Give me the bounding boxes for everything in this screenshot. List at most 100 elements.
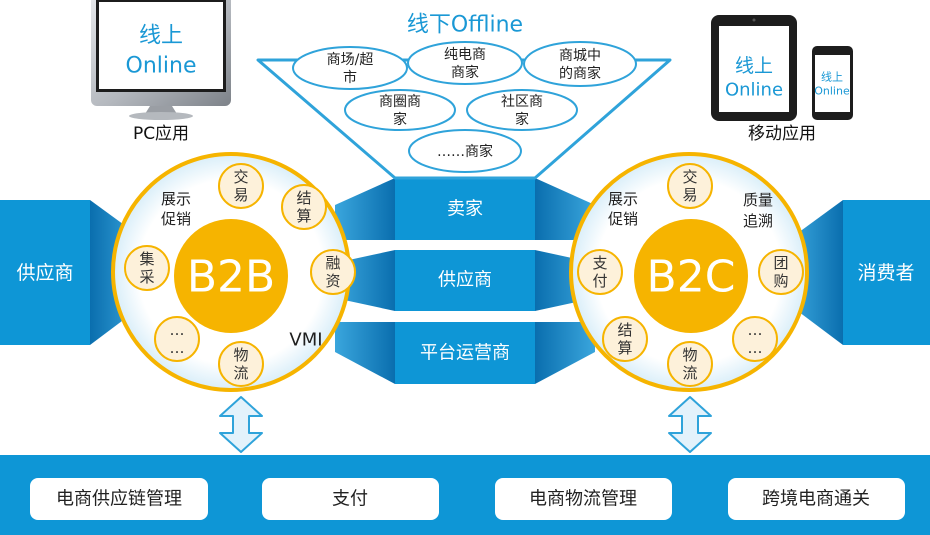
- role-bar-left-wing: [335, 322, 395, 384]
- phone-screen: [815, 55, 850, 112]
- role-bar-operator: 平台运营商: [335, 322, 595, 384]
- desktop-monitor-icon: [91, 0, 231, 120]
- node-label-line: …: [170, 339, 185, 357]
- consumer-connector: [791, 200, 843, 345]
- node-label-line: 资: [325, 272, 340, 290]
- service-box-logistics: 电商物流管理: [495, 478, 672, 520]
- pc-app-label: PC应用: [133, 124, 189, 144]
- node-circle: [602, 316, 648, 362]
- role-bar-body: [395, 322, 535, 384]
- node-circle: [310, 249, 356, 295]
- node-label-line: 团: [773, 254, 788, 272]
- node-label-line: 物: [233, 346, 248, 364]
- role-bar-supplier: 供应商: [335, 250, 595, 311]
- merchant-ellipse: [344, 89, 456, 131]
- merchant-business-district: 商圈商 家: [344, 89, 456, 131]
- pc-app: 线上 Online PC应用: [91, 0, 231, 144]
- service-label: 电商物流管理: [529, 489, 637, 510]
- node-circle: [577, 249, 623, 295]
- role-bar-right-wing: [535, 322, 595, 384]
- role-label: 卖家: [447, 199, 483, 220]
- node-label-line: 支: [592, 254, 607, 272]
- up-down-arrow-icon: [219, 396, 263, 453]
- b2c-label-line: 促销: [608, 210, 638, 228]
- node-label-line: 流: [233, 364, 248, 382]
- b2c-node-settlement: 结 算: [602, 316, 648, 362]
- role-bar-body: [395, 178, 535, 240]
- node-label-line: 易: [682, 186, 697, 204]
- merchant-label-line: 纯电商: [444, 47, 486, 63]
- merchant-label-line: 的商家: [559, 65, 601, 82]
- tablet-screen-line: Online: [725, 80, 783, 101]
- b2b-hub: B2B 展示 促销 VMI 交 易 结 算 融 资 物 流 … …: [111, 152, 356, 392]
- supplier-label: 供应商: [16, 262, 73, 284]
- b2c-hub: B2C 展示 促销 质量 追溯 交 易 团 购 … … 物 流 结 算: [569, 152, 809, 392]
- phone-screen-line: 线上: [821, 70, 843, 84]
- merchant-mall-supermarket: 商场/超 市: [292, 46, 408, 90]
- b2b-label-vmi: VMI: [289, 330, 322, 351]
- node-label-line: …: [170, 321, 185, 339]
- merchant-pure-ecommerce: 纯电商 商家: [407, 41, 523, 85]
- b2c-node-logistics: 物 流: [667, 341, 713, 387]
- role-bar-seller: 卖家: [335, 178, 595, 240]
- b2b-node-logistics: 物 流: [218, 341, 264, 387]
- b2b-label-line: 促销: [161, 210, 191, 228]
- node-label-line: 物: [682, 346, 697, 364]
- merchant-label-line: 商圈商: [379, 94, 421, 110]
- merchant-ellipse: [523, 41, 637, 87]
- supplier-box: [0, 200, 90, 345]
- offline-title: 线下Offline: [407, 13, 523, 38]
- merchant-label-line: 市: [343, 69, 357, 86]
- service-box-background: [495, 478, 672, 520]
- merchant-ellipse: [407, 41, 523, 85]
- merchant-in-mall: 商城中 的商家: [523, 41, 637, 87]
- b2b-node-more: … …: [154, 316, 200, 362]
- node-circle: [218, 163, 264, 209]
- merchant-label-line: 家: [515, 111, 529, 128]
- merchant-ellipse: [466, 89, 578, 131]
- node-circle: [667, 341, 713, 387]
- b2c-title: B2C: [647, 252, 736, 303]
- b2b-core-circle: [174, 219, 288, 333]
- b2c-label-line: 展示: [608, 190, 638, 208]
- node-label-line: 易: [233, 186, 248, 204]
- merchant-label-line: ……商家: [437, 143, 493, 160]
- mobile-app: 线上 Online 线上 Online 移动应用: [711, 15, 853, 144]
- node-label-line: …: [748, 321, 763, 339]
- b2b-label-line: 展示: [161, 190, 191, 208]
- service-box-customs: 跨境电商通关: [728, 478, 905, 520]
- merchant-community: 社区商 家: [466, 89, 578, 131]
- tablet-camera: [752, 18, 756, 22]
- node-label-line: 融: [325, 254, 340, 272]
- b2c-core-circle: [634, 219, 748, 333]
- b2c-node-payment: 支 付: [577, 249, 623, 295]
- merchant-ellipse: [292, 46, 408, 90]
- pc-screen-line: 线上: [139, 24, 183, 49]
- node-circle: [732, 316, 778, 362]
- merchant-label-line: 商场/超: [327, 52, 374, 68]
- b2b-node-trade: 交 易: [218, 163, 264, 209]
- b2b-title: B2B: [187, 252, 275, 303]
- service-label: 跨境电商通关: [762, 489, 870, 510]
- node-label-line: 流: [682, 364, 697, 382]
- b2c-label-line: 追溯: [743, 212, 773, 230]
- b2c-node-more: … …: [732, 316, 778, 362]
- pc-screen-line: Online: [126, 54, 197, 79]
- service-box-background: [262, 478, 439, 520]
- b2c-label-line: 质量: [743, 191, 773, 209]
- merchant-label-line: 商家: [451, 64, 479, 81]
- node-circle: [667, 163, 713, 209]
- tablet-screen: [719, 26, 789, 112]
- node-label-line: 交: [233, 168, 248, 186]
- node-label-line: 算: [296, 207, 311, 225]
- node-label-line: 采: [139, 268, 154, 286]
- node-label-line: 集: [139, 250, 154, 268]
- merchant-label-line: 商城中: [559, 48, 601, 64]
- merchant-others: ……商家: [408, 129, 522, 173]
- role-label: 平台运营商: [420, 343, 510, 364]
- b2b-node-financing: 融 资: [310, 249, 356, 295]
- role-label: 供应商: [438, 270, 492, 291]
- tablet-screen-line: 线上: [735, 55, 773, 77]
- node-label-line: …: [748, 339, 763, 357]
